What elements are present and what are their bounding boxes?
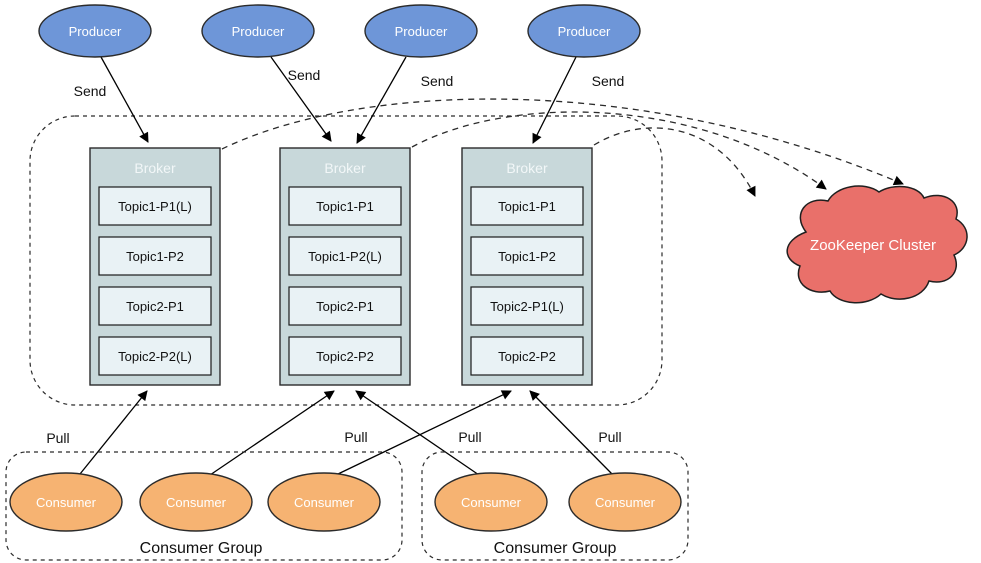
broker-node: Broker Topic1-P1 Topic1-P2 Topic2-P1(L) … [461,147,593,386]
zookeeper-label: ZooKeeper Cluster [810,237,936,254]
zookeeper-sync-arrow [593,127,756,197]
topic-partition-box [288,286,402,326]
producer-node: Producer [527,4,641,58]
topic-partition-box [288,236,402,276]
send-arrow [270,56,332,142]
pull-label: Pull [344,429,367,445]
producer-label: Producer [232,24,285,39]
topic-partition-label: Topic1-P1(L) [118,199,192,214]
producer-node: Producer [201,4,315,58]
send-arrow [356,56,407,144]
send-label: Send [74,83,107,99]
broker-title: Broker [134,160,176,176]
pull-arrow [79,390,148,475]
producer-ellipse [201,4,315,58]
send-label: Send [421,73,454,89]
consumer-label: Consumer [36,495,97,510]
topic-partition-box [98,186,212,226]
consumer-ellipse [568,472,682,532]
send-arrow [100,56,149,143]
topic-partition-label: Topic1-P2(L) [308,249,382,264]
consumer-label: Consumer [595,495,656,510]
producer-ellipse [527,4,641,58]
producer-ellipse [38,4,152,58]
topic-partition-box [470,336,584,376]
zookeeper-sync-arrow [411,111,827,190]
topic-partition-box [288,336,402,376]
consumer-label: Consumer [166,495,227,510]
topic-partition-label: Topic1-P1 [498,199,556,214]
topic-partition-box [288,186,402,226]
producer-node: Producer [364,4,478,58]
consumer-ellipse [267,472,381,532]
topic-partition-box [470,286,584,326]
pull-arrow [529,390,614,476]
topic-partition-label: Topic1-P1 [316,199,374,214]
consumer-ellipse [9,472,123,532]
broker-node: Broker Topic1-P1 Topic1-P2(L) Topic2-P1 … [279,147,411,386]
producer-label: Producer [69,24,122,39]
topic-partition-box [470,236,584,276]
send-label: Send [288,67,321,83]
send-label: Send [592,73,625,89]
consumer-group-box [5,451,403,561]
pull-label: Pull [46,430,69,446]
zookeeper-cloud [786,185,968,304]
topic-partition-box [98,286,212,326]
consumer-group: Consumer Consumer Consumer Group [421,451,689,561]
topic-partition-label: Topic2-P2 [498,349,556,364]
producer-ellipse [364,4,478,58]
pull-arrow [209,390,335,476]
topic-partition-box [470,186,584,226]
pull-arrow [337,390,512,475]
producer-label: Producer [395,24,448,39]
zookeeper-sync-arrow [221,98,904,186]
broker-node: Broker Topic1-P1(L) Topic1-P2 Topic2-P1 … [89,147,221,386]
producer-label: Producer [558,24,611,39]
consumer-label: Consumer [461,495,522,510]
topic-partition-box [98,236,212,276]
consumer-group-label: Consumer Group [494,540,617,557]
producer-node: Producer [38,4,152,58]
topic-partition-label: Topic2-P2 [316,349,374,364]
send-arrow [532,56,577,144]
pull-label: Pull [598,429,621,445]
pull-label: Pull [458,429,481,445]
topic-partition-label: Topic2-P1(L) [490,299,564,314]
zookeeper-node: ZooKeeper Cluster [786,185,968,304]
consumer-group-label: Consumer Group [140,540,263,557]
consumer-label: Consumer [294,495,355,510]
consumer-ellipse [139,472,253,532]
topic-partition-label: Topic1-P2 [498,249,556,264]
pull-arrow [355,390,480,476]
broker-title: Broker [324,160,366,176]
consumer-ellipse [434,472,548,532]
topic-partition-label: Topic2-P1 [126,299,184,314]
consumer-group-box [421,451,689,561]
topic-partition-box [98,336,212,376]
consumer-group: Consumer Consumer Consumer Consumer Grou… [5,451,403,561]
kafka-cluster-boundary [29,115,663,406]
broker-title: Broker [506,160,548,176]
topic-partition-label: Topic2-P1 [316,299,374,314]
topic-partition-label: Topic1-P2 [126,249,184,264]
topic-partition-label: Topic2-P2(L) [118,349,192,364]
